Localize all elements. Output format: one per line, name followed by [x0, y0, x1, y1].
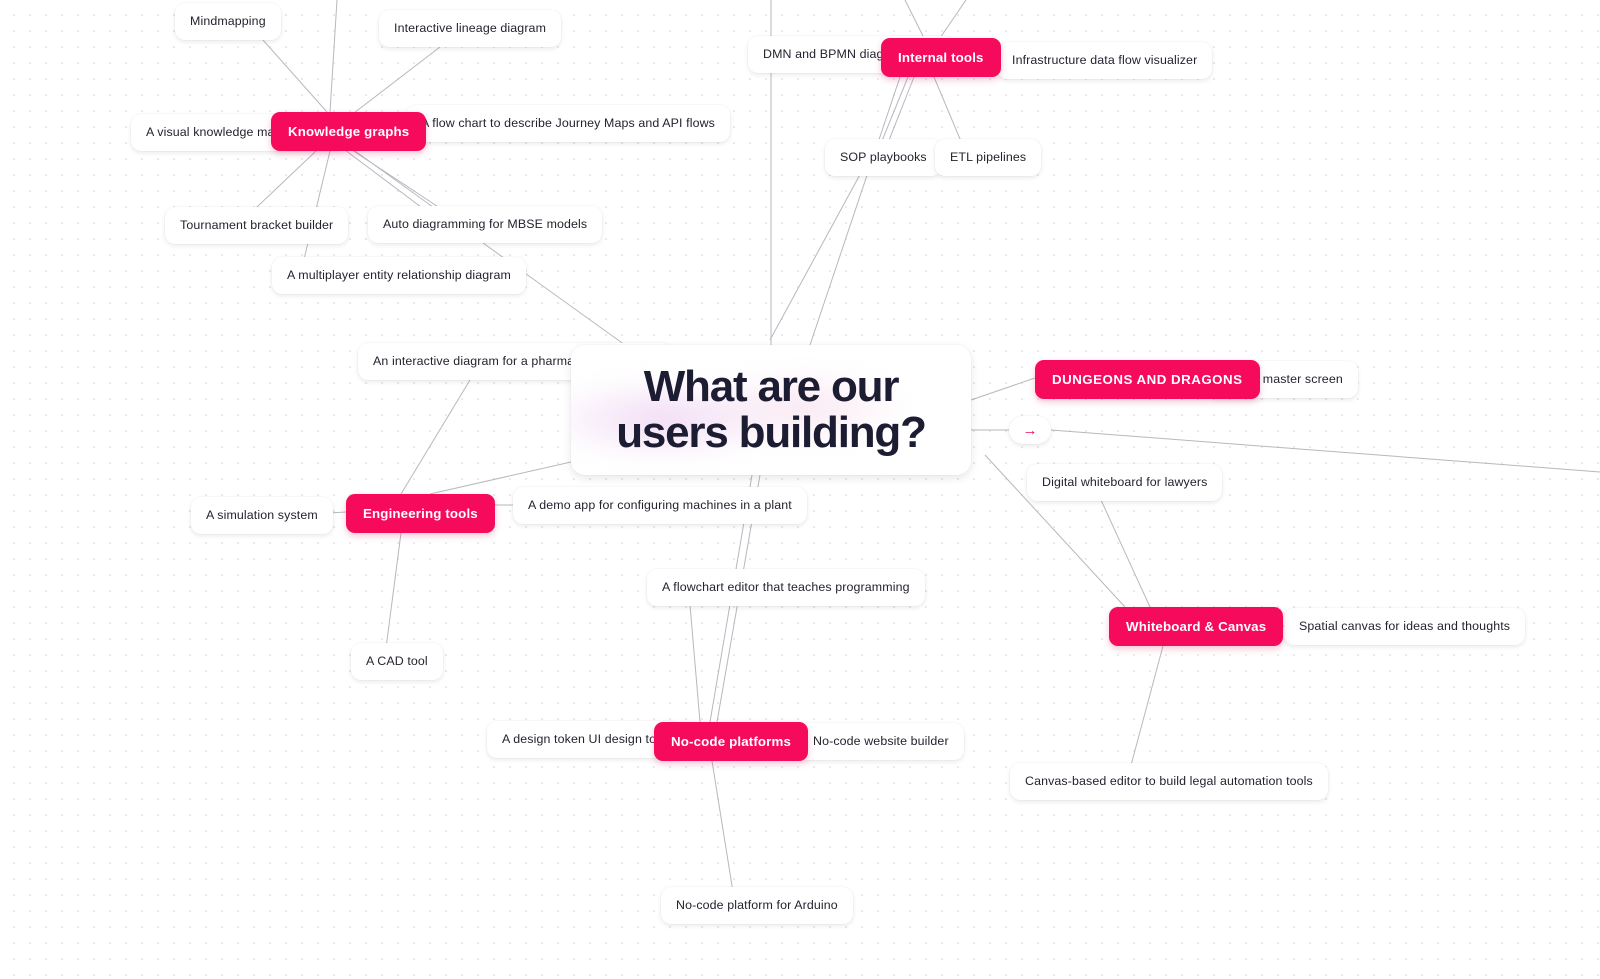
idea-card-etl-pipelines[interactable]: ETL pipelines	[935, 139, 1042, 176]
idea-card-design-token-ui-tool[interactable]: A design token UI design tool	[487, 721, 681, 758]
idea-card-label: Interactive lineage diagram	[394, 21, 547, 36]
page-title: What are our users building?	[616, 361, 927, 457]
idea-card-label: ETL pipelines	[950, 150, 1027, 165]
connector-line	[385, 532, 402, 649]
idea-card-label: Spatial canvas for ideas and thoughts	[1299, 619, 1511, 634]
category-node-internal-tools[interactable]: Internal tools	[881, 38, 1001, 77]
idea-card-multiplayer-er-diagram[interactable]: A multiplayer entity relationship diagra…	[272, 257, 526, 294]
connector-line	[1100, 499, 1151, 608]
category-node-label: DUNGEONS AND DRAGONS	[1052, 371, 1243, 387]
idea-card-cad-tool[interactable]: A CAD tool	[351, 643, 443, 680]
center-question-card[interactable]: What are our users building?	[571, 345, 971, 475]
category-node-label: Engineering tools	[363, 505, 478, 521]
connector-line	[904, 0, 925, 39]
idea-card-label: No-code platform for Arduino	[676, 898, 838, 913]
category-node-label: Whiteboard & Canvas	[1126, 618, 1267, 634]
idea-card-demo-app-machines[interactable]: A demo app for configuring machines in a…	[513, 487, 807, 524]
arrow-right-glyph: →	[1022, 421, 1038, 439]
connector-line	[689, 604, 701, 723]
category-node-no-code-platforms[interactable]: No-code platforms	[654, 722, 809, 761]
idea-card-interactive-lineage-diagram[interactable]: Interactive lineage diagram	[379, 10, 562, 47]
connector-line	[769, 157, 870, 341]
idea-card-label: Digital whiteboard for lawyers	[1042, 475, 1208, 490]
connector-line	[939, 0, 967, 39]
idea-card-label: Auto diagramming for MBSE models	[383, 217, 588, 232]
idea-card-spatial-canvas-ideas[interactable]: Spatial canvas for ideas and thoughts	[1284, 608, 1526, 645]
connector-line	[329, 0, 338, 113]
idea-card-label: SOP playbooks	[840, 150, 927, 165]
category-node-label: Knowledge graphs	[288, 123, 410, 139]
category-node-whiteboard-canvas[interactable]: Whiteboard & Canvas	[1109, 607, 1284, 646]
idea-card-canvas-legal-automation[interactable]: Canvas-based editor to build legal autom…	[1010, 763, 1328, 800]
arrow-right-icon[interactable]: →	[1009, 416, 1051, 444]
category-node-knowledge-graphs[interactable]: Knowledge graphs	[271, 112, 427, 151]
idea-card-auto-diagramming-mbse[interactable]: Auto diagramming for MBSE models	[368, 206, 603, 243]
category-node-dungeons-and-dragons[interactable]: DUNGEONS AND DRAGONS	[1035, 360, 1260, 399]
idea-card-label: No-code website builder	[813, 734, 949, 749]
idea-card-mindmapping[interactable]: Mindmapping	[175, 3, 281, 40]
category-node-engineering-tools[interactable]: Engineering tools	[346, 494, 495, 533]
idea-card-label: A multiplayer entity relationship diagra…	[287, 268, 511, 283]
idea-card-label: Mindmapping	[190, 14, 266, 29]
connector-line	[1129, 645, 1164, 770]
idea-card-label: Canvas-based editor to build legal autom…	[1025, 774, 1313, 789]
idea-card-simulation-system[interactable]: A simulation system	[191, 497, 333, 534]
idea-card-label: Tournament bracket builder	[180, 218, 334, 233]
connector-line	[400, 379, 471, 495]
idea-card-label: A simulation system	[206, 508, 318, 523]
idea-card-digital-whiteboard-lawyers[interactable]: Digital whiteboard for lawyers	[1027, 464, 1223, 501]
idea-card-tournament-bracket-builder[interactable]: Tournament bracket builder	[165, 207, 349, 244]
idea-card-sop-playbooks[interactable]: SOP playbooks	[825, 139, 942, 176]
idea-card-label: Infrastructure data flow visualizer	[1012, 53, 1198, 68]
idea-card-label: A flow chart to describe Journey Maps an…	[421, 116, 716, 131]
category-node-label: Internal tools	[898, 49, 984, 65]
idea-card-no-code-arduino[interactable]: No-code platform for Arduino	[661, 887, 853, 924]
idea-card-flowchart-editor-teaches[interactable]: A flowchart editor that teaches programm…	[647, 569, 925, 606]
idea-card-label: A CAD tool	[366, 654, 428, 669]
connector-line	[809, 76, 901, 346]
idea-card-flow-chart-journey-maps[interactable]: A flow chart to describe Journey Maps an…	[406, 105, 731, 142]
idea-card-label: A demo app for configuring machines in a…	[528, 498, 792, 513]
category-node-label: No-code platforms	[671, 733, 792, 749]
connector-line	[970, 377, 1036, 401]
idea-card-label: A flowchart editor that teaches programm…	[662, 580, 910, 595]
connector-line	[711, 760, 734, 893]
idea-card-infrastructure-data-flow[interactable]: Infrastructure data flow visualizer	[997, 42, 1213, 79]
idea-card-label: A design token UI design tool	[502, 732, 666, 747]
idea-card-no-code-website-builder[interactable]: No-code website builder	[798, 723, 964, 760]
connector-line	[354, 150, 626, 346]
